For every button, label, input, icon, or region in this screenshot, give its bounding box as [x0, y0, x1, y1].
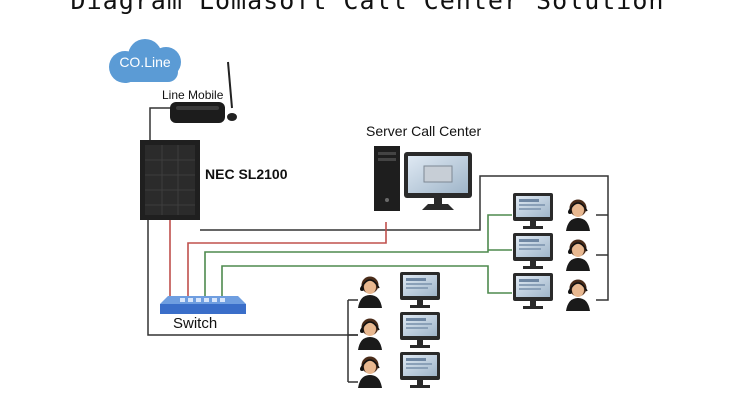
agent-group-right — [513, 193, 591, 312]
call-agent-avatar — [357, 317, 383, 351]
red-line-server-switch — [187, 222, 387, 298]
line-mobile-gateway — [170, 61, 237, 123]
agent-workstation — [513, 233, 553, 269]
agent-workstation — [400, 352, 440, 388]
call-agent-avatar — [357, 275, 383, 309]
call-agent-avatar — [357, 355, 383, 389]
co-line-label: CO.Line — [119, 54, 171, 70]
diagram-title: Diagram Lomasoft Call Center Solution — [70, 0, 665, 15]
pbx-to-server-line — [200, 175, 609, 301]
agent-group-bottom — [357, 272, 440, 389]
server-call-center — [374, 146, 472, 211]
switch-label: Switch — [173, 315, 218, 332]
agent-workstation — [513, 273, 553, 309]
server-label: Server Call Center — [366, 123, 482, 139]
pbx-to-mobile-line — [149, 107, 170, 140]
green-line-outer — [204, 214, 512, 298]
pbx-label: NEC SL2100 — [205, 166, 288, 182]
agent-workstation — [400, 272, 440, 308]
trunk-left-line — [147, 220, 358, 336]
call-agent-avatar — [565, 238, 591, 272]
co-line-cloud — [109, 39, 181, 83]
call-agent-avatar — [565, 278, 591, 312]
network-switch — [160, 296, 246, 314]
call-agent-avatar — [565, 198, 591, 232]
wiring — [147, 107, 609, 383]
agent-workstation — [400, 312, 440, 348]
green-line-inner — [221, 265, 512, 298]
agent-workstation — [513, 193, 553, 229]
pbx-cabinet — [140, 140, 200, 220]
line-mobile-label: Line Mobile — [162, 88, 224, 102]
